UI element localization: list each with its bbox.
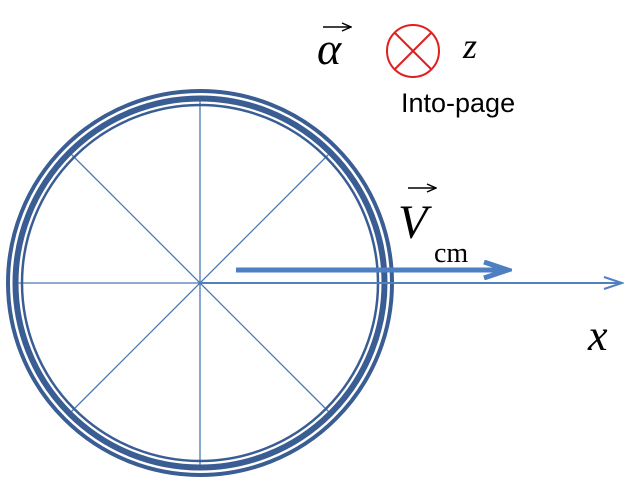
velocity-label: V cm (398, 188, 468, 269)
alpha-vector-label: α (317, 23, 351, 74)
into-page-label: Into-page (401, 88, 515, 118)
velocity-subscript: cm (434, 238, 468, 269)
z-axis-label: z (462, 26, 477, 66)
x-axis-label: x (587, 311, 608, 360)
circle-with-cross-icon (386, 24, 440, 78)
alpha-symbol: α (317, 23, 342, 74)
velocity-symbol: V (398, 196, 432, 249)
